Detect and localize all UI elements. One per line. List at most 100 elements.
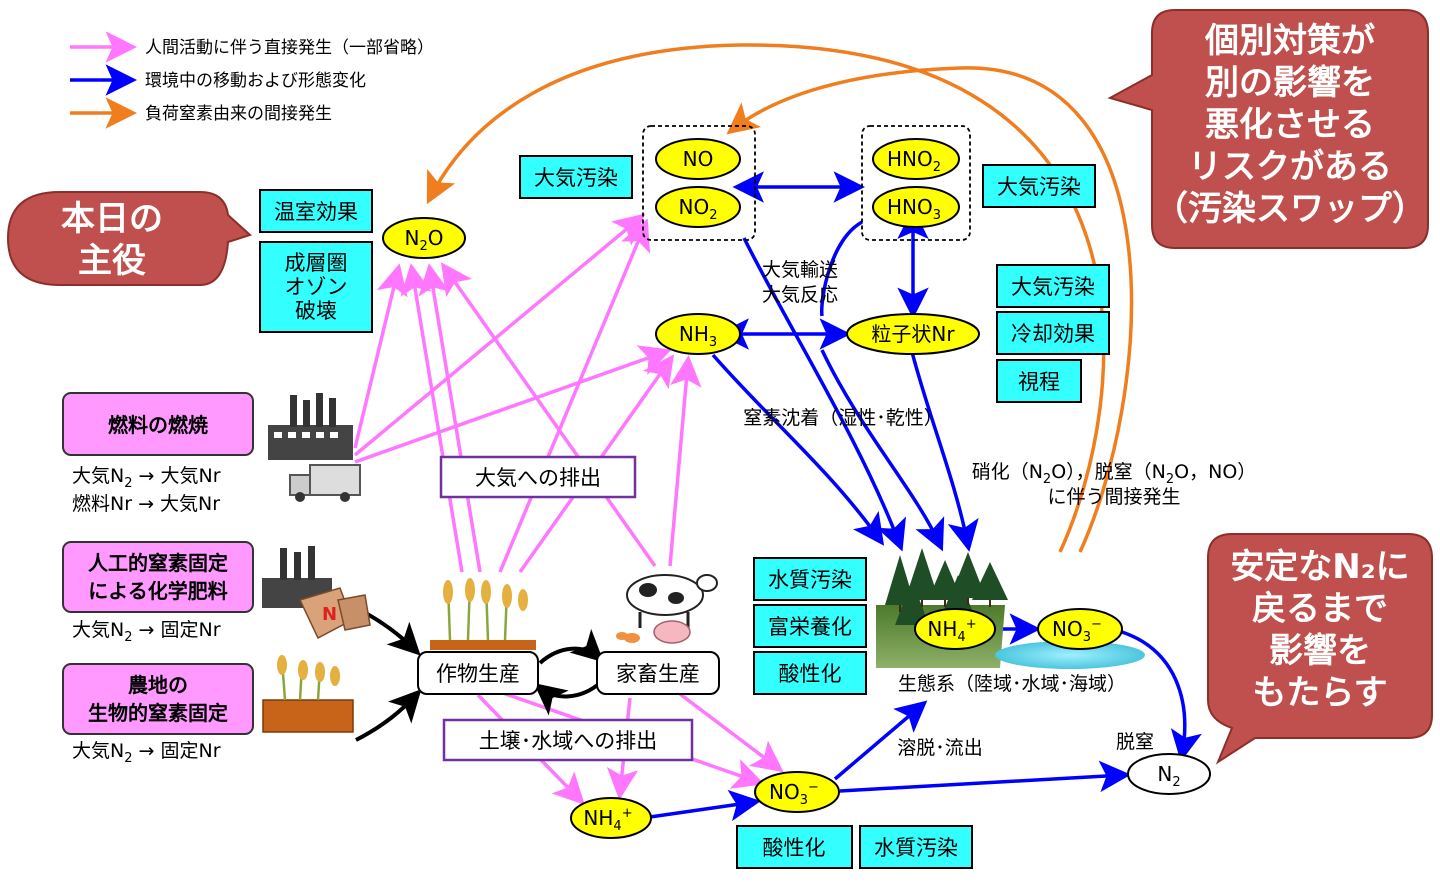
pink-arrows xyxy=(353,213,784,806)
svg-text:富栄養化: 富栄養化 xyxy=(768,615,852,639)
svg-text:による化学肥料: による化学肥料 xyxy=(88,579,227,603)
svg-text:大気汚染: 大気汚染 xyxy=(534,166,618,190)
callout-main: 本日の 主役 xyxy=(6,191,252,286)
callout-stable-line1: 安定なN₂に xyxy=(1230,547,1409,587)
svg-text:温室効果: 温室効果 xyxy=(274,200,358,224)
callout-swap-line1: 個別対策が xyxy=(1204,21,1375,61)
svg-text:HNO2: HNO2 xyxy=(887,147,941,175)
orange-arrow-to-n2o xyxy=(426,43,1106,553)
svg-text:農地の: 農地の xyxy=(128,673,188,697)
source-combustion: 燃料の燃焼 大気N2 → 大気Nr 燃料Nr → 大気Nr xyxy=(62,392,254,515)
indirect-label-1: 硝化（N2O），脱窒（N2O，NO） xyxy=(972,461,1257,487)
transport-label-2: 大気反応 xyxy=(762,284,838,306)
svg-text:視程: 視程 xyxy=(1018,370,1060,394)
impact-acidification-2: 酸性化 xyxy=(736,825,853,869)
species-nh3: NH3 xyxy=(655,313,741,355)
legend: 人間活動に伴う直接発生（一部省略） 環境中の移動および形態変化 負荷窒素由来の間… xyxy=(70,31,434,129)
biofix-eq: 大気N2 → 固定Nr xyxy=(72,740,221,766)
transport-label-1: 大気輸送 xyxy=(762,259,838,281)
impact-visibility: 視程 xyxy=(996,359,1082,403)
impact-greenhouse: 温室効果 xyxy=(259,189,373,233)
callout-stable: 安定なN₂に 戻るまで 影響を もたらす xyxy=(1207,533,1433,765)
callout-stable-line3: 影響を xyxy=(1269,631,1371,671)
species-particulate-nr: 粒子状Nr xyxy=(846,313,980,355)
impact-acidification-1: 酸性化 xyxy=(753,651,867,695)
svg-text:オゾン: オゾン xyxy=(285,275,348,299)
svg-text:粒子状Nr: 粒子状Nr xyxy=(871,322,955,346)
species-no2: NO2 xyxy=(655,186,741,228)
indirect-label-2: に伴う間接発生 xyxy=(1047,486,1180,508)
source-fertilizer: 人工的窒素固定 による化学肥料 大気N2 → 固定Nr xyxy=(62,541,254,645)
svg-text:水質汚染: 水質汚染 xyxy=(874,836,958,860)
callout-stable-line4: もたらす xyxy=(1252,673,1387,713)
impact-water-pollution-1: 水質汚染 xyxy=(753,557,867,601)
process-soil-water-emission: 土壌･水域への排出 xyxy=(442,718,694,762)
process-air-emission: 大気への排出 xyxy=(439,455,637,499)
impact-air-pollution-1: 大気汚染 xyxy=(519,155,633,199)
svg-text:NO2: NO2 xyxy=(679,195,718,223)
callout-stable-line2: 戻るまで xyxy=(1252,589,1388,629)
legend-blue-label: 環境中の移動および形態変化 xyxy=(145,71,366,91)
ecosystem-illustration xyxy=(876,548,1145,669)
svg-text:NH4+: NH4+ xyxy=(927,617,976,645)
svg-text:水質汚染: 水質汚染 xyxy=(768,568,852,592)
crop-production-illustration xyxy=(430,578,536,650)
svg-text:N2O: N2O xyxy=(405,226,444,254)
impact-air-pollution-3: 大気汚染 xyxy=(996,264,1110,308)
species-n2o: N2O xyxy=(382,217,466,259)
callout-swap-line5: （汚染スワップ） xyxy=(1154,189,1426,229)
svg-text:酸性化: 酸性化 xyxy=(779,662,842,686)
no-group-box xyxy=(642,125,756,241)
impact-air-pollution-2: 大気汚染 xyxy=(982,164,1096,208)
callout-swap: 個別対策が 別の影響を 悪化させる リスクがある （汚染スワップ） xyxy=(1107,9,1429,249)
livestock-illustration xyxy=(616,574,718,644)
factory-icon xyxy=(268,393,353,460)
svg-text:HNO3: HNO3 xyxy=(887,195,941,223)
truck-icon xyxy=(289,464,361,502)
svg-text:破壊: 破壊 xyxy=(295,299,337,323)
svg-text:燃料の燃焼: 燃料の燃焼 xyxy=(108,413,208,437)
callout-swap-line3: 悪化させる xyxy=(1205,105,1375,145)
species-no3-soil: NO3− xyxy=(754,771,840,813)
svg-text:家畜生産: 家畜生産 xyxy=(616,662,700,686)
impact-ozone: 成層圏 オゾン 破壊 xyxy=(259,241,373,333)
leaching-label: 溶脱･流出 xyxy=(897,737,983,759)
callout-main-line2: 主役 xyxy=(78,241,146,281)
svg-text:生物的窒素固定: 生物的窒素固定 xyxy=(88,701,228,725)
crop-field-icon xyxy=(262,655,354,733)
svg-text:大気への排出: 大気への排出 xyxy=(475,466,601,490)
svg-text:成層圏: 成層圏 xyxy=(285,251,348,275)
svg-text:大気汚染: 大気汚染 xyxy=(997,175,1081,199)
fertilizer-eq: 大気N2 → 固定Nr xyxy=(72,619,221,645)
svg-text:NH3: NH3 xyxy=(679,322,717,350)
denitrification-label: 脱窒 xyxy=(1116,731,1154,753)
combustion-eq1: 大気N2 → 大気Nr xyxy=(72,465,221,491)
blue-arrows xyxy=(649,171,1202,822)
orange-arrow-to-no xyxy=(726,66,1134,553)
svg-text:NO3−: NO3− xyxy=(769,780,819,808)
process-livestock-production: 家畜生産 xyxy=(596,651,720,695)
svg-text:NO3−: NO3− xyxy=(1052,617,1102,645)
combustion-eq2: 燃料Nr → 大気Nr xyxy=(72,493,220,515)
svg-text:人工的窒素固定: 人工的窒素固定 xyxy=(88,551,228,575)
svg-text:大気汚染: 大気汚染 xyxy=(1011,275,1095,299)
svg-text:土壌･水域への排出: 土壌･水域への排出 xyxy=(479,729,658,753)
svg-text:NO: NO xyxy=(683,147,714,171)
source-biological-fixation: 農地の 生物的窒素固定 大気N2 → 固定Nr xyxy=(62,663,254,766)
legend-orange-label: 負荷窒素由来の間接発生 xyxy=(145,104,332,124)
species-hno3: HNO3 xyxy=(872,186,960,228)
species-no3-eco: NO3− xyxy=(1037,608,1123,650)
callout-swap-line2: 別の影響を xyxy=(1205,63,1375,103)
impact-cooling: 冷却効果 xyxy=(996,311,1110,355)
svg-text:作物生産: 作物生産 xyxy=(436,662,520,686)
hno-group-box xyxy=(861,125,971,241)
legend-pink-label: 人間活動に伴う直接発生（一部省略） xyxy=(145,38,434,58)
callout-main-line1: 本日の xyxy=(61,199,163,239)
callout-swap-line4: リスクがある xyxy=(1188,147,1392,187)
svg-text:NH4+: NH4+ xyxy=(583,806,632,834)
ecosystem-label: 生態系（陸域･水域･海域） xyxy=(898,673,1126,695)
process-crop-production: 作物生産 xyxy=(417,651,539,695)
svg-text:冷却効果: 冷却効果 xyxy=(1011,322,1095,346)
impact-water-pollution-2: 水質汚染 xyxy=(859,825,973,869)
